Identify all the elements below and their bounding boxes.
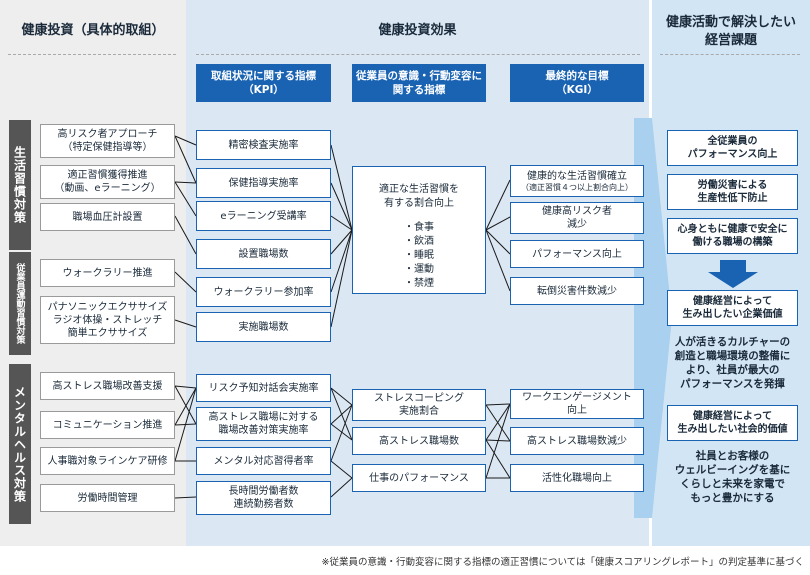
kgi-box: 転倒災害件数減少 bbox=[510, 277, 644, 305]
kgi-main-label: 健康的な生活習慣確立 bbox=[527, 170, 627, 182]
kgi-box: ワークエンゲージメント 向上 bbox=[510, 389, 644, 419]
action-box: ウォークラリー推進 bbox=[40, 259, 175, 287]
action-box: 人事職対象ラインケア研修 bbox=[40, 447, 175, 475]
kgi-header: 最終的な目標 （KGI） bbox=[510, 64, 644, 102]
kgi-box: 健康的な生活習慣確立 （適正習慣４つ以上割合向上） bbox=[510, 165, 644, 197]
kpi-box: 設置職場数 bbox=[196, 239, 331, 269]
connector-lines bbox=[174, 135, 511, 499]
mid-lifestyle-box: 適正な生活習慣を 有する割合向上 ・食事 ・飲酒 ・睡眠 ・運動 ・禁煙 bbox=[352, 166, 486, 294]
down-arrow-icon bbox=[708, 260, 758, 288]
kpi-header: 取組状況に関する指標 （KPI） bbox=[196, 64, 331, 102]
mid-indicator-header: 従業員の意識・行動変容に 関する指標 bbox=[352, 64, 486, 102]
kgi-sub-label: （適正習慣４つ以上割合向上） bbox=[521, 182, 633, 192]
social-value-title: 健康経営によって 生み出したい社会的価値 bbox=[667, 405, 798, 441]
mid-lifestyle-item: ・運動 bbox=[404, 264, 434, 275]
kpi-box: 保健指導実施率 bbox=[196, 168, 331, 198]
category-mental: メンタルヘルス対策 bbox=[9, 364, 31, 524]
mid-lifestyle-item: ・食事 bbox=[404, 222, 434, 233]
issue-box: 労働災害による 生産性低下防止 bbox=[667, 174, 798, 210]
corporate-value-title: 健康経営によって 生み出したい企業価値 bbox=[667, 290, 798, 326]
action-box: 職場血圧計設置 bbox=[40, 203, 175, 231]
kpi-box: 高ストレス職場に対する 職場改善対策実施率 bbox=[196, 407, 331, 441]
kpi-box: eラーニング受講率 bbox=[196, 201, 331, 231]
kpi-box: 長時間労働者数 連続勤務者数 bbox=[196, 481, 331, 515]
footnote: ※従業員の意識・行動変容に関する指標の適正習慣については「健康スコアリングレポー… bbox=[321, 557, 805, 568]
solution-header: 健康活動で解決したい 経営課題 bbox=[665, 15, 796, 48]
mid-lifestyle-item: ・飲酒 bbox=[404, 236, 434, 247]
kpi-box: メンタル対応習得者率 bbox=[196, 447, 331, 475]
kpi-box: リスク予知対話会実施率 bbox=[196, 374, 331, 402]
action-box: 労働時間管理 bbox=[40, 484, 175, 512]
kgi-box: 高ストレス職場数減少 bbox=[510, 427, 644, 455]
kgi-box: 活性化職場向上 bbox=[510, 464, 644, 492]
effect-header: 健康投資効果 bbox=[378, 23, 457, 38]
category-exercise: 従業員運動習慣対策 bbox=[9, 252, 31, 355]
kgi-box: パフォーマンス向上 bbox=[510, 240, 644, 268]
issue-box: 全従業員の パフォーマンス向上 bbox=[667, 130, 798, 166]
kpi-box: 精密検査実施率 bbox=[196, 130, 331, 160]
mid-lifestyle-item: ・睡眠 bbox=[404, 250, 434, 261]
investment-header: 健康投資（具体的取組） bbox=[21, 23, 165, 38]
mid-lifestyle-item: ・禁煙 bbox=[404, 278, 434, 289]
social-value-text: 社員とお客様の ウェルビーイングを基に くらしと未来を家電で もっと豊かにする bbox=[674, 450, 791, 504]
kgi-box: 健康高リスク者 減少 bbox=[510, 202, 644, 234]
header-divider bbox=[8, 54, 176, 55]
mid-mental-box: 高ストレス職場数 bbox=[352, 427, 486, 455]
header-divider bbox=[196, 54, 640, 55]
category-lifestyle: 生活習慣対策 bbox=[9, 120, 31, 250]
action-box: 高ストレス職場改善支援 bbox=[40, 372, 175, 400]
action-box: 高リスク者アプローチ （特定保健指導等） bbox=[40, 124, 175, 158]
corporate-value-text: 人が活きるカルチャーの 創造と職場環境の整備に より、社員が最大の パフォーマン… bbox=[674, 336, 791, 390]
mid-mental-box: ストレスコーピング 実施割合 bbox=[352, 389, 486, 421]
mid-lifestyle-title: 適正な生活習慣を 有する割合向上 bbox=[379, 184, 459, 209]
header-divider bbox=[660, 54, 800, 55]
action-box: コミュニケーション推進 bbox=[40, 411, 175, 439]
mid-mental-box: 仕事のパフォーマンス bbox=[352, 464, 486, 492]
kpi-box: ウォークラリー参加率 bbox=[196, 277, 331, 307]
kpi-box: 実施職場数 bbox=[196, 312, 331, 342]
action-box: パナソニックエクササイズ ラジオ体操・ストレッチ 簡単エクササイズ bbox=[40, 296, 175, 344]
issue-box: 心身ともに健康で安全に 働ける職場の構築 bbox=[667, 218, 798, 254]
action-box: 適正習慣獲得推進 （動画、eラーニング） bbox=[40, 165, 175, 199]
